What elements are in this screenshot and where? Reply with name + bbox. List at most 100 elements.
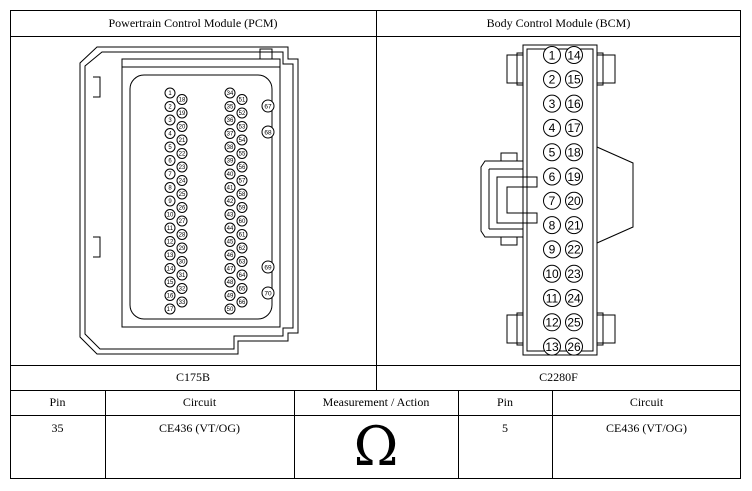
pin-label: 18 bbox=[179, 98, 186, 104]
pin-10: 10 bbox=[543, 264, 561, 283]
pin-66: 66 bbox=[236, 296, 248, 308]
pin-10: 10 bbox=[164, 209, 176, 220]
pin-label: 11 bbox=[167, 226, 174, 232]
pcm-connector-label: C175B bbox=[175, 370, 210, 384]
pinout-table-frame bbox=[10, 10, 741, 479]
pin-label: 23 bbox=[567, 267, 581, 281]
pin-27: 27 bbox=[176, 215, 188, 227]
divider bbox=[105, 390, 106, 479]
pin-label: 45 bbox=[227, 240, 234, 246]
pin-35: 35 bbox=[224, 101, 236, 112]
pin-label: 58 bbox=[239, 192, 246, 198]
pin-39: 39 bbox=[224, 155, 236, 166]
pin-label: 21 bbox=[567, 218, 581, 232]
pin-label: 60 bbox=[239, 219, 246, 225]
pin-4: 4 bbox=[164, 128, 176, 139]
pin-64: 64 bbox=[236, 269, 248, 281]
measurement-symbol: Ω bbox=[353, 415, 399, 478]
pin-23: 23 bbox=[565, 264, 583, 283]
divider bbox=[10, 36, 741, 37]
pin-11: 11 bbox=[164, 222, 176, 234]
pin-label: 70 bbox=[264, 290, 272, 297]
pin-23: 23 bbox=[176, 161, 188, 173]
pin-label: 62 bbox=[239, 246, 246, 252]
divider bbox=[10, 390, 741, 391]
pin-8: 8 bbox=[164, 182, 176, 193]
pin-3: 3 bbox=[164, 114, 176, 126]
pin-label: 2 bbox=[168, 105, 172, 111]
pin-54: 54 bbox=[236, 134, 248, 146]
pin-label: 11 bbox=[546, 291, 559, 305]
pin-68: 68 bbox=[261, 125, 275, 139]
pin-29: 29 bbox=[176, 242, 188, 254]
pin-14: 14 bbox=[565, 46, 583, 64]
pin-label: 35 bbox=[227, 105, 234, 111]
pin-6: 6 bbox=[543, 167, 561, 186]
pin-42: 42 bbox=[224, 195, 236, 207]
divider bbox=[10, 415, 741, 416]
pin-label: 15 bbox=[167, 280, 174, 286]
pin-46: 46 bbox=[224, 249, 236, 261]
pin-50: 50 bbox=[224, 303, 236, 315]
pin-17: 17 bbox=[565, 118, 583, 137]
pin-20: 20 bbox=[565, 191, 583, 210]
pin-8: 8 bbox=[543, 216, 561, 235]
pin-11: 11 bbox=[543, 289, 561, 307]
pcm-connector-diagram: 1234567891011121314151617181920212223242… bbox=[79, 46, 299, 355]
pin-label: 7 bbox=[168, 172, 172, 178]
pin-30: 30 bbox=[176, 256, 188, 267]
pin-label: 68 bbox=[264, 129, 272, 136]
pin-34: 34 bbox=[224, 87, 236, 99]
divider bbox=[376, 10, 377, 390]
row-circuit-a: CE436 (VT/OG) bbox=[159, 421, 240, 435]
pin-label: 4 bbox=[549, 121, 556, 135]
pin-label: 37 bbox=[227, 132, 234, 138]
pin-6: 6 bbox=[164, 155, 176, 166]
divider bbox=[294, 390, 295, 479]
pin-label: 65 bbox=[239, 287, 246, 293]
pin-70: 70 bbox=[261, 286, 275, 300]
pin-56: 56 bbox=[236, 161, 248, 173]
pin-label: 26 bbox=[179, 206, 186, 212]
pin-36: 36 bbox=[224, 114, 236, 126]
pin-label: 26 bbox=[567, 340, 581, 354]
row-circuit-b: CE436 (VT/OG) bbox=[606, 421, 687, 435]
pin-12: 12 bbox=[543, 313, 561, 332]
pin-label: 67 bbox=[264, 103, 272, 110]
pin-31: 31 bbox=[176, 269, 188, 281]
pin-label: 29 bbox=[179, 246, 186, 252]
pin-13: 13 bbox=[543, 337, 561, 356]
pin-label: 14 bbox=[167, 267, 174, 273]
pin-label: 1 bbox=[168, 91, 172, 97]
pin-label: 6 bbox=[549, 170, 556, 184]
pin-label: 1 bbox=[549, 48, 556, 62]
pcm-title: Powertrain Control Module (PCM) bbox=[108, 15, 278, 30]
pin-16: 16 bbox=[164, 290, 176, 301]
pin-label: 25 bbox=[179, 192, 186, 198]
pin-label: 17 bbox=[167, 307, 174, 313]
pin-18: 18 bbox=[565, 143, 583, 162]
pin-label: 9 bbox=[168, 199, 172, 205]
pin-label: 36 bbox=[227, 118, 234, 124]
pin-label: 24 bbox=[179, 179, 186, 185]
pin-65: 65 bbox=[236, 283, 248, 294]
pin-25: 25 bbox=[565, 313, 583, 332]
pin-label: 31 bbox=[179, 273, 186, 279]
pin-label: 8 bbox=[549, 218, 556, 232]
pin-label: 20 bbox=[179, 125, 186, 131]
pin-37: 37 bbox=[224, 128, 236, 139]
pin-label: 22 bbox=[179, 152, 186, 158]
pin-3: 3 bbox=[543, 94, 561, 113]
pin-label: 28 bbox=[179, 233, 186, 239]
pin-15: 15 bbox=[164, 276, 176, 288]
pin-label: 51 bbox=[239, 98, 246, 104]
pin-18: 18 bbox=[176, 94, 188, 105]
pin-label: 20 bbox=[567, 194, 581, 208]
pin-7: 7 bbox=[543, 191, 561, 210]
pin-45: 45 bbox=[224, 236, 236, 247]
pin-label: 16 bbox=[567, 97, 581, 111]
pin-label: 52 bbox=[239, 111, 246, 117]
pin-2: 2 bbox=[164, 101, 176, 112]
pin-2: 2 bbox=[543, 70, 561, 89]
pin-40: 40 bbox=[224, 168, 236, 180]
